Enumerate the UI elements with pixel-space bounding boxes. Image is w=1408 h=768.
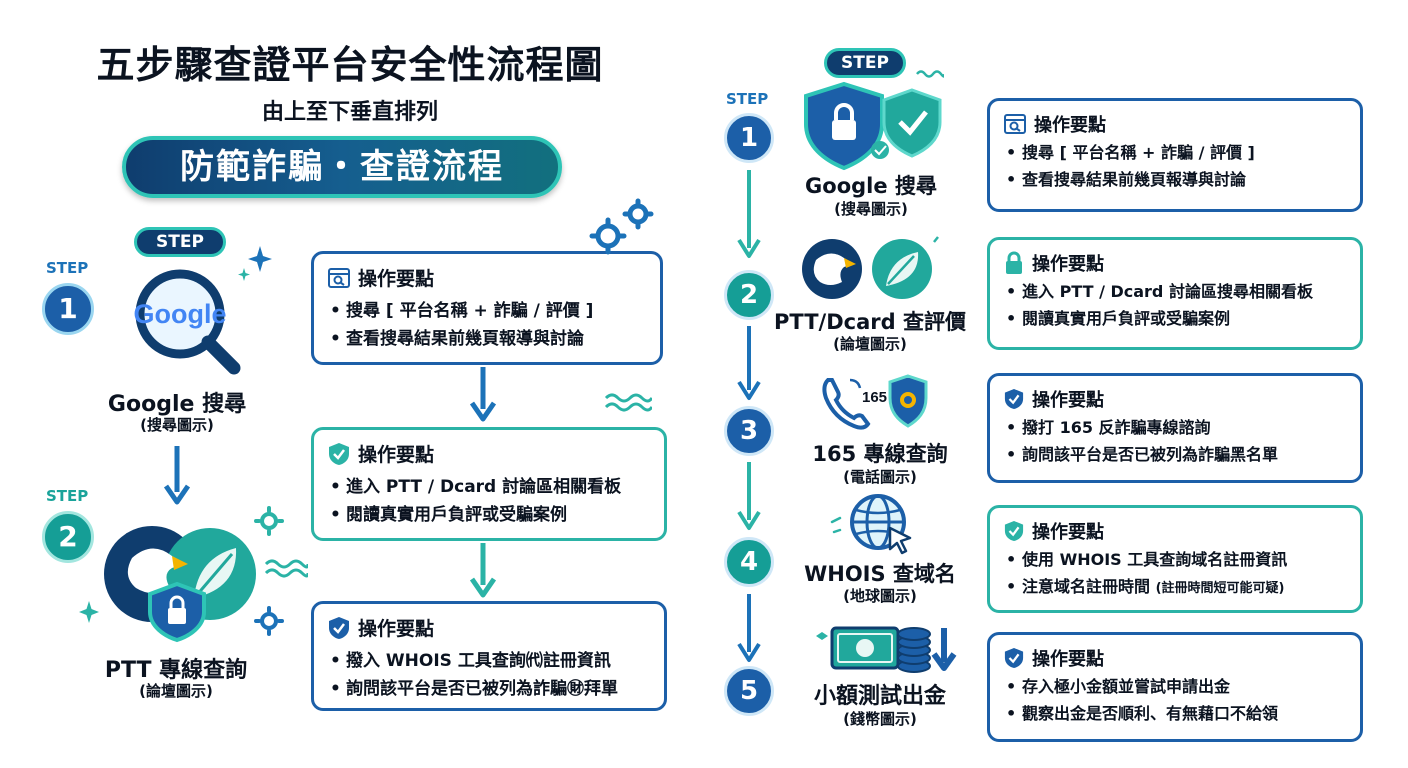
- left-step1-label: Google 搜尋: [107, 392, 247, 417]
- sparkle-icon: [238, 242, 274, 282]
- shield-check-icon: [1004, 520, 1024, 542]
- wave-icon: [264, 558, 308, 578]
- step-pill-right: STEP: [824, 48, 906, 78]
- list-item: 詢問該平台是否已被列為詐騙㊖拜單: [328, 675, 650, 703]
- list-item: 搜尋 [ 平台名稱 + 詐騙 / 評價 ]: [1004, 139, 1346, 166]
- right-info-box-1: 操作要點 搜尋 [ 平台名稱 + 詐騙 / 評價 ] 查看搜尋結果前幾頁報導與討…: [987, 98, 1363, 212]
- sparkle-icon: [78, 600, 100, 624]
- shield-check-icon: [1004, 647, 1024, 669]
- eagle-leaf-lock-icon: [92, 518, 262, 648]
- list-item: 查看搜尋結果前幾頁報導與討論: [328, 325, 646, 353]
- info-box-heading: 操作要點: [1032, 390, 1104, 411]
- right-step5-label: 小額測試出金: [813, 684, 946, 709]
- right-step1-label: Google 搜尋: [805, 174, 937, 198]
- step-pill-left: STEP: [134, 227, 226, 257]
- shield-check-icon: [328, 442, 350, 466]
- arrow-down-icon: [736, 170, 762, 262]
- step-number-left-2: 2: [42, 511, 94, 563]
- arrow-down-icon: [736, 462, 762, 534]
- step-number-left-1: 1: [42, 283, 94, 335]
- arrow-down-icon: [470, 543, 496, 599]
- gears-icon: [588, 196, 658, 256]
- step-word-left-1: STEP: [46, 259, 89, 277]
- google-logo-text: Google: [134, 299, 227, 329]
- arrow-down-icon: [470, 367, 496, 423]
- right-step5-sublabel: (錢幣圖示): [843, 710, 917, 728]
- step-number-right-4: 4: [724, 537, 774, 587]
- right-info-box-4: 操作要點 使用 WHOIS 工具查詢域名註冊資訊 注意域名註冊時間 (註冊時間短…: [987, 505, 1363, 613]
- list-item: 撥打 165 反詐騙專線諮詢: [1004, 414, 1346, 441]
- browser-search-icon: [1004, 114, 1026, 134]
- list-item-text: 注意域名註冊時間: [1022, 577, 1151, 596]
- arrow-down-icon: [736, 326, 762, 404]
- globe-cursor-icon: [826, 492, 926, 556]
- left-info-box-2: 操作要點 進入 PTT / Dcard 討論區相關看板 閱讀真實用戶負評或受騙案…: [311, 427, 667, 541]
- list-item: 存入極小金額並嘗試申請出金: [1004, 673, 1346, 700]
- right-info-box-5: 操作要點 存入極小金額並嘗試申請出金 觀察出金是否順利、有無藉口不給領: [987, 632, 1363, 742]
- google-magnifier-icon: Google: [110, 268, 260, 378]
- list-item: 撥入 WHOIS 工具查詢㈹註冊資訊: [328, 647, 650, 675]
- shield-check-icon: [1004, 388, 1024, 410]
- step-number-right-5: 5: [724, 666, 774, 716]
- right-step2-label: PTT/Dcard 查評價: [774, 310, 966, 334]
- info-box-heading: 操作要點: [1032, 254, 1104, 275]
- arrow-down-icon: [164, 446, 190, 506]
- list-item: 進入 PTT / Dcard 討論區相關看板: [328, 473, 650, 501]
- shield-lock-icon: [800, 80, 950, 172]
- list-item: 注意域名註冊時間 (註冊時間短可能可疑): [1004, 573, 1346, 602]
- info-box-heading: 操作要點: [1032, 522, 1104, 543]
- shield-check-icon: [328, 616, 350, 640]
- list-item: 閱讀真實用戶負評或受騙案例: [1004, 305, 1346, 332]
- phone-badge-icon: 165: [820, 372, 930, 434]
- gear-icon: [254, 506, 284, 536]
- left-step2-sublabel: (論壇圖示): [139, 682, 213, 700]
- right-step2-sublabel: (論壇圖示): [833, 335, 907, 353]
- step-number-right-2: 2: [724, 270, 774, 320]
- right-step3-sublabel: (電話圖示): [843, 468, 917, 486]
- padlock-icon: [1004, 251, 1024, 275]
- list-item: 閱讀真實用戶負評或受騙案例: [328, 501, 650, 529]
- right-step4-sublabel: (地球圖示): [843, 587, 917, 605]
- wave-icon: [604, 392, 652, 412]
- money-coins-icon: [812, 620, 962, 678]
- step-number-right-1: 1: [724, 113, 774, 163]
- left-info-box-1: 操作要點 搜尋 [ 平台名稱 + 詐騙 / 評價 ] 查看搜尋結果前幾頁報導與討…: [311, 251, 663, 365]
- browser-search-icon: [328, 267, 350, 288]
- hotline-number: 165: [862, 389, 887, 406]
- list-item: 進入 PTT / Dcard 討論區搜尋相關看板: [1004, 278, 1346, 305]
- info-box-heading: 操作要點: [358, 618, 435, 640]
- list-item: 詢問該平台是否已被列為詐騙黑名單: [1004, 441, 1346, 468]
- eagle-leaf-icon: [800, 236, 940, 302]
- list-item-note: (註冊時間短可能可疑): [1155, 581, 1285, 596]
- left-step2-label: PTT 專線查詢: [104, 658, 248, 683]
- list-item: 使用 WHOIS 工具查詢域名註冊資訊: [1004, 546, 1346, 573]
- info-box-heading: 操作要點: [358, 268, 435, 290]
- right-step4-label: WHOIS 查域名: [804, 562, 956, 586]
- step-word-right-1: STEP: [726, 90, 769, 108]
- page-subtitle: 由上至下垂直排列: [261, 100, 438, 125]
- right-step3-label: 165 專線查詢: [812, 442, 948, 466]
- left-step1-sublabel: (搜尋圖示): [140, 416, 214, 434]
- list-item: 查看搜尋結果前幾頁報導與討論: [1004, 166, 1346, 193]
- info-box-heading: 操作要點: [1034, 115, 1106, 136]
- right-step1-sublabel: (搜尋圖示): [834, 200, 908, 218]
- left-info-box-3: 操作要點 撥入 WHOIS 工具查詢㈹註冊資訊 詢問該平台是否已被列為詐騙㊖拜單: [311, 601, 667, 711]
- step-number-right-3: 3: [724, 406, 774, 456]
- right-info-box-3: 操作要點 撥打 165 反詐騙專線諮詢 詢問該平台是否已被列為詐騙黑名單: [987, 373, 1363, 483]
- page-title: 五步驟查證平台安全性流程圖: [96, 43, 604, 87]
- arrow-down-icon: [736, 594, 762, 666]
- list-item: 搜尋 [ 平台名稱 + 詐騙 / 評價 ]: [328, 297, 646, 325]
- wave-icon: [916, 68, 944, 80]
- gear-icon: [254, 606, 284, 636]
- right-info-box-2: 操作要點 進入 PTT / Dcard 討論區搜尋相關看板 閱讀真實用戶負評或受…: [987, 237, 1363, 350]
- step-word-left-2: STEP: [46, 487, 89, 505]
- process-banner: 防範詐騙・查證流程: [122, 136, 562, 198]
- list-item: 觀察出金是否順利、有無藉口不給領: [1004, 700, 1346, 727]
- info-box-heading: 操作要點: [1032, 649, 1104, 670]
- info-box-heading: 操作要點: [358, 444, 435, 466]
- svg-text:Google: Google: [134, 299, 227, 329]
